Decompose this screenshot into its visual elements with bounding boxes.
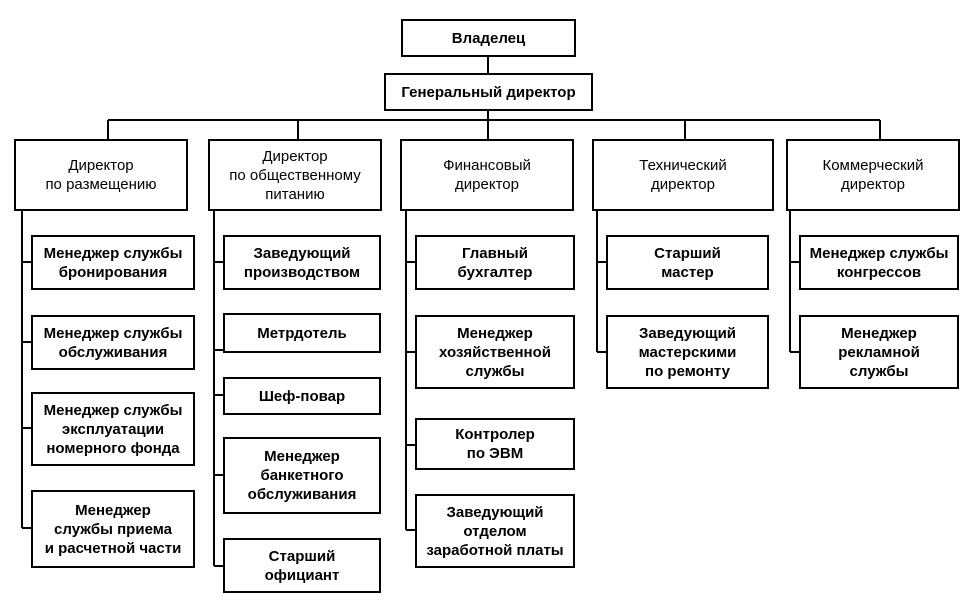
node-booking-manager: Менеджер службы бронирования bbox=[31, 235, 195, 290]
node-payroll-head: Заведующий отделом заработной платы bbox=[415, 494, 575, 568]
node-director-accommodation: Директор по размещению bbox=[14, 139, 188, 211]
node-director-technical: Технический директор bbox=[592, 139, 774, 211]
node-director-finance: Финансовый директор bbox=[400, 139, 574, 211]
node-banquet-manager: Менеджер банкетного обслуживания bbox=[223, 437, 381, 514]
node-room-operations-manager: Менеджер службы эксплуатации номерного ф… bbox=[31, 392, 195, 466]
node-computer-controller: Контролер по ЭВМ bbox=[415, 418, 575, 470]
node-senior-master: Старший мастер bbox=[606, 235, 769, 290]
node-household-manager: Менеджер хозяйственной службы bbox=[415, 315, 575, 389]
node-production-head: Заведующий производством bbox=[223, 235, 381, 290]
node-director-catering: Директор по общественному питанию bbox=[208, 139, 382, 211]
node-head-waiter: Старший официант bbox=[223, 538, 381, 593]
node-chef: Шеф-повар bbox=[223, 377, 381, 415]
node-congress-manager: Менеджер службы конгрессов bbox=[799, 235, 959, 290]
node-repair-workshops-head: Заведующий мастерскими по ремонту bbox=[606, 315, 769, 389]
node-advertising-manager: Менеджер рекламной службы bbox=[799, 315, 959, 389]
node-service-manager: Менеджер службы обслуживания bbox=[31, 315, 195, 370]
node-director-commercial: Коммерческий директор bbox=[786, 139, 960, 211]
node-chief-accountant: Главный бухгалтер bbox=[415, 235, 575, 290]
node-maitre-d: Метрдотель bbox=[223, 313, 381, 353]
node-ceo: Генеральный директор bbox=[384, 73, 593, 111]
node-owner: Владелец bbox=[401, 19, 576, 57]
node-reception-billing-manager: Менеджер службы приема и расчетной части bbox=[31, 490, 195, 568]
